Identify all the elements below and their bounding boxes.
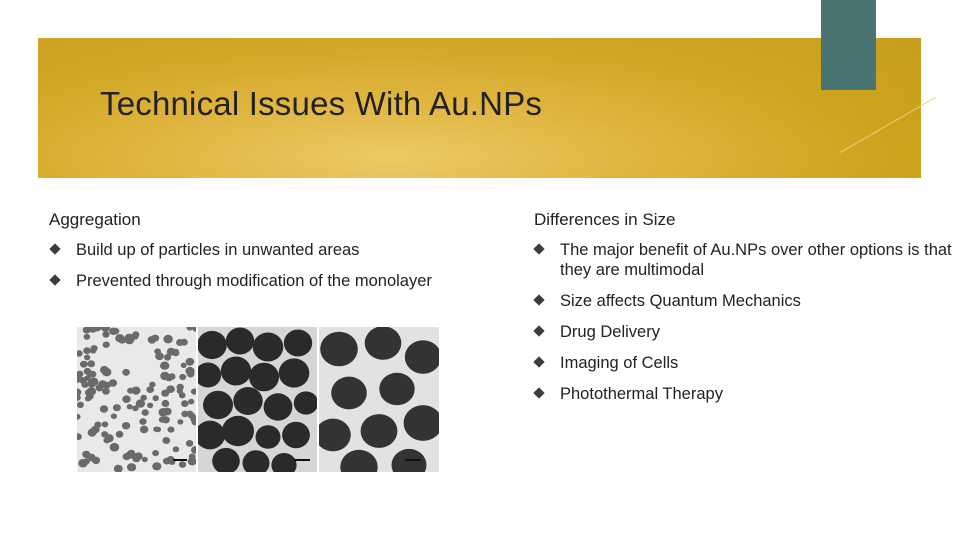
bullet-text: Build up of particles in unwanted areas (76, 241, 360, 259)
medium-particles-image (198, 327, 317, 472)
diamond-bullet-icon (533, 294, 545, 306)
bullet-text: Prevented through modification of the mo… (76, 272, 432, 290)
diamond-bullet-icon (533, 243, 545, 255)
list-item: Build up of particles in unwanted areas (49, 240, 491, 260)
list-item: Drug Delivery (533, 322, 955, 342)
bullet-text: Photothermal Therapy (560, 385, 723, 403)
bullet-text: The major benefit of Au.NPs over other o… (560, 241, 952, 279)
right-bullet-list: The major benefit of Au.NPs over other o… (533, 240, 955, 415)
micrograph-panel-small (77, 327, 196, 472)
micrograph-panel-large (319, 327, 439, 472)
small-particles-image (77, 327, 196, 472)
nanoparticle-micrograph (77, 327, 439, 472)
list-item: Size affects Quantum Mechanics (533, 291, 955, 311)
bullet-text: Size affects Quantum Mechanics (560, 292, 801, 310)
list-item: The major benefit of Au.NPs over other o… (533, 240, 955, 280)
diamond-bullet-icon (533, 387, 545, 399)
diamond-bullet-icon (49, 274, 61, 286)
title-banner (38, 38, 921, 178)
micrograph-panel-medium (198, 327, 317, 472)
diamond-bullet-icon (49, 243, 61, 255)
bullet-text: Imaging of Cells (560, 354, 679, 372)
large-particles-image (319, 327, 439, 472)
list-item: Photothermal Therapy (533, 384, 955, 404)
list-item: Imaging of Cells (533, 353, 955, 373)
bullet-text: Drug Delivery (560, 323, 660, 341)
right-heading: Differences in Size (534, 210, 676, 229)
slide-title: Technical Issues With Au.NPs (100, 85, 543, 122)
left-bullet-list: Build up of particles in unwanted areas … (49, 240, 491, 302)
accent-tab (821, 0, 876, 90)
list-item: Prevented through modification of the mo… (49, 271, 491, 291)
banner-gloss (38, 38, 921, 178)
left-heading: Aggregation (49, 210, 141, 229)
diamond-bullet-icon (533, 356, 545, 368)
diamond-bullet-icon (533, 325, 545, 337)
